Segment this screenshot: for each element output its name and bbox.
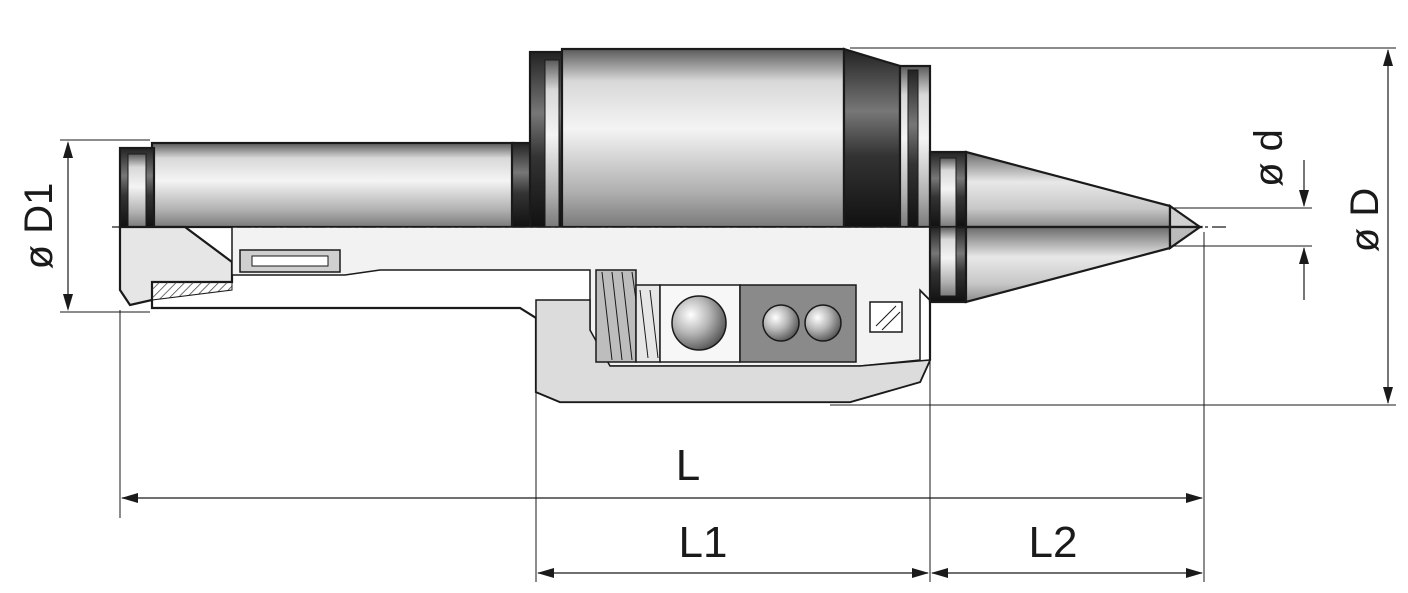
ball-bearing-ball bbox=[671, 295, 727, 351]
label-L: L bbox=[676, 441, 700, 490]
body-chamfer bbox=[842, 47, 902, 229]
dimension-D1: ø D1 bbox=[17, 139, 150, 313]
spindle-collar-ring bbox=[939, 157, 957, 228]
label-D1: ø D1 bbox=[17, 183, 61, 270]
dimension-L2: L2 bbox=[931, 518, 1203, 578]
section-half bbox=[118, 225, 1204, 404]
label-d: ø d bbox=[1247, 129, 1291, 187]
body-housing bbox=[560, 47, 846, 229]
body-rear-groove bbox=[907, 69, 919, 228]
label-L1: L1 bbox=[679, 518, 728, 567]
needle-bearing-roller bbox=[251, 255, 329, 267]
housing-section bbox=[535, 299, 932, 403]
cone-point-lower bbox=[964, 225, 1172, 304]
shank-end-ring bbox=[127, 153, 147, 228]
label-L2: L2 bbox=[1029, 518, 1078, 567]
cone-tip-upper bbox=[1168, 203, 1204, 229]
body-front-band bbox=[544, 59, 560, 228]
dimension-L: L bbox=[121, 441, 1203, 503]
cone-point-upper bbox=[964, 150, 1172, 229]
dimension-L1: L1 bbox=[537, 518, 929, 578]
double-row-ball-2 bbox=[804, 304, 842, 342]
seal bbox=[869, 301, 903, 333]
spindle-collar-ring-lower bbox=[939, 226, 957, 297]
dimension-d: ø d bbox=[1170, 129, 1312, 300]
dimension-D: ø D bbox=[830, 47, 1396, 406]
double-row-ball-1 bbox=[762, 304, 800, 342]
shank bbox=[150, 141, 516, 229]
cone-tip-lower bbox=[1168, 225, 1204, 251]
exterior-half bbox=[118, 47, 1204, 229]
label-D: ø D bbox=[1343, 188, 1387, 252]
thread-section bbox=[151, 281, 233, 301]
